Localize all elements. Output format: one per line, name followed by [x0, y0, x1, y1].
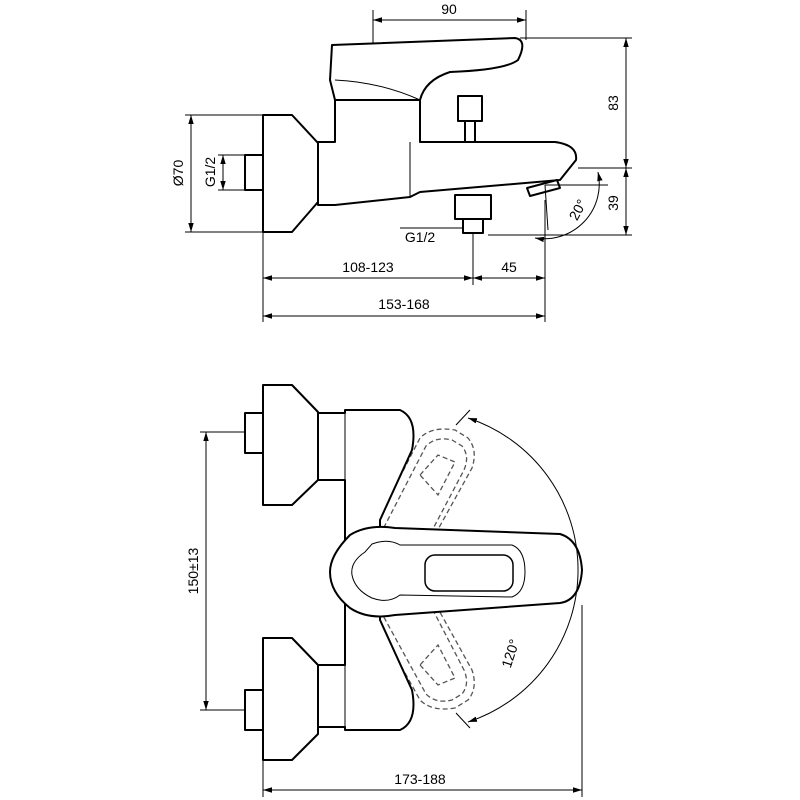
dim-label-spout-angle: 20°	[566, 197, 590, 223]
lower-flange	[262, 637, 319, 761]
lower-nipple	[244, 689, 264, 731]
dim-label-diameter-flange: Ø70	[170, 160, 186, 187]
top-view	[244, 384, 583, 761]
outlet-connector	[454, 194, 492, 220]
dim-label-thread-inlet: G1/2	[202, 157, 218, 188]
dim-label-total-projection: 153-168	[378, 296, 430, 312]
dim-center-distance: 150±13	[185, 431, 246, 711]
side-view	[244, 37, 578, 234]
diverter-knob	[457, 95, 483, 122]
dim-total-projection: 153-168	[263, 296, 545, 319]
dim-diameter-flange: Ø70	[170, 114, 265, 233]
dim-wall-to-outlet: 108-123	[263, 259, 473, 281]
dim-label-thread-outlet: G1/2	[405, 229, 436, 245]
wall-flange	[262, 114, 319, 233]
dim-label-outlet-to-spout: 45	[501, 259, 517, 275]
dim-label-handle-length: 90	[441, 1, 457, 17]
lever-side	[329, 37, 524, 101]
dim-height-total: 83	[520, 37, 632, 169]
dim-label-total-width: 173-188	[394, 771, 446, 787]
dim-label-center-distance: 150±13	[185, 547, 201, 594]
dim-thread-outlet: G1/2	[400, 227, 463, 245]
inlet-nipple	[244, 154, 264, 191]
dim-label-wall-to-outlet: 108-123	[342, 259, 394, 275]
dim-total-width: 173-188	[262, 605, 583, 797]
upper-nipple	[244, 412, 264, 454]
upper-flange	[262, 384, 319, 506]
dim-label-rotation-angle: 120°	[498, 637, 522, 669]
dim-label-height-total: 83	[605, 95, 621, 111]
dim-label-spout-height: 39	[605, 195, 621, 211]
mixer-body	[317, 99, 578, 206]
lever-slot	[424, 554, 514, 592]
dim-thread-inlet: G1/2	[202, 154, 246, 191]
dim-outlet-to-spout: 45	[473, 259, 545, 281]
dim-handle-length: 90	[372, 1, 527, 44]
